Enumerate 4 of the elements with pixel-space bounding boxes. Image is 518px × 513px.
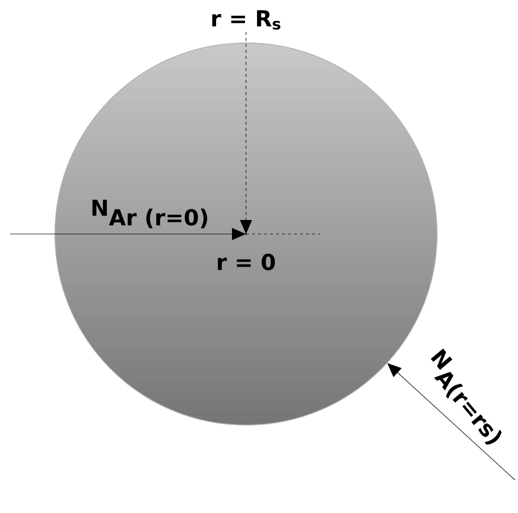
edge-label: $\textbf{N}_{\textbf{Ar (r=0)}}$ [92,200,208,228]
edge-label: $\textbf{N}_{\textbf{A(r=rs)}}$ [430,348,502,445]
position-label: r = 0 [218,254,275,270]
position-label: r = R$_{s}$ [212,10,280,30]
